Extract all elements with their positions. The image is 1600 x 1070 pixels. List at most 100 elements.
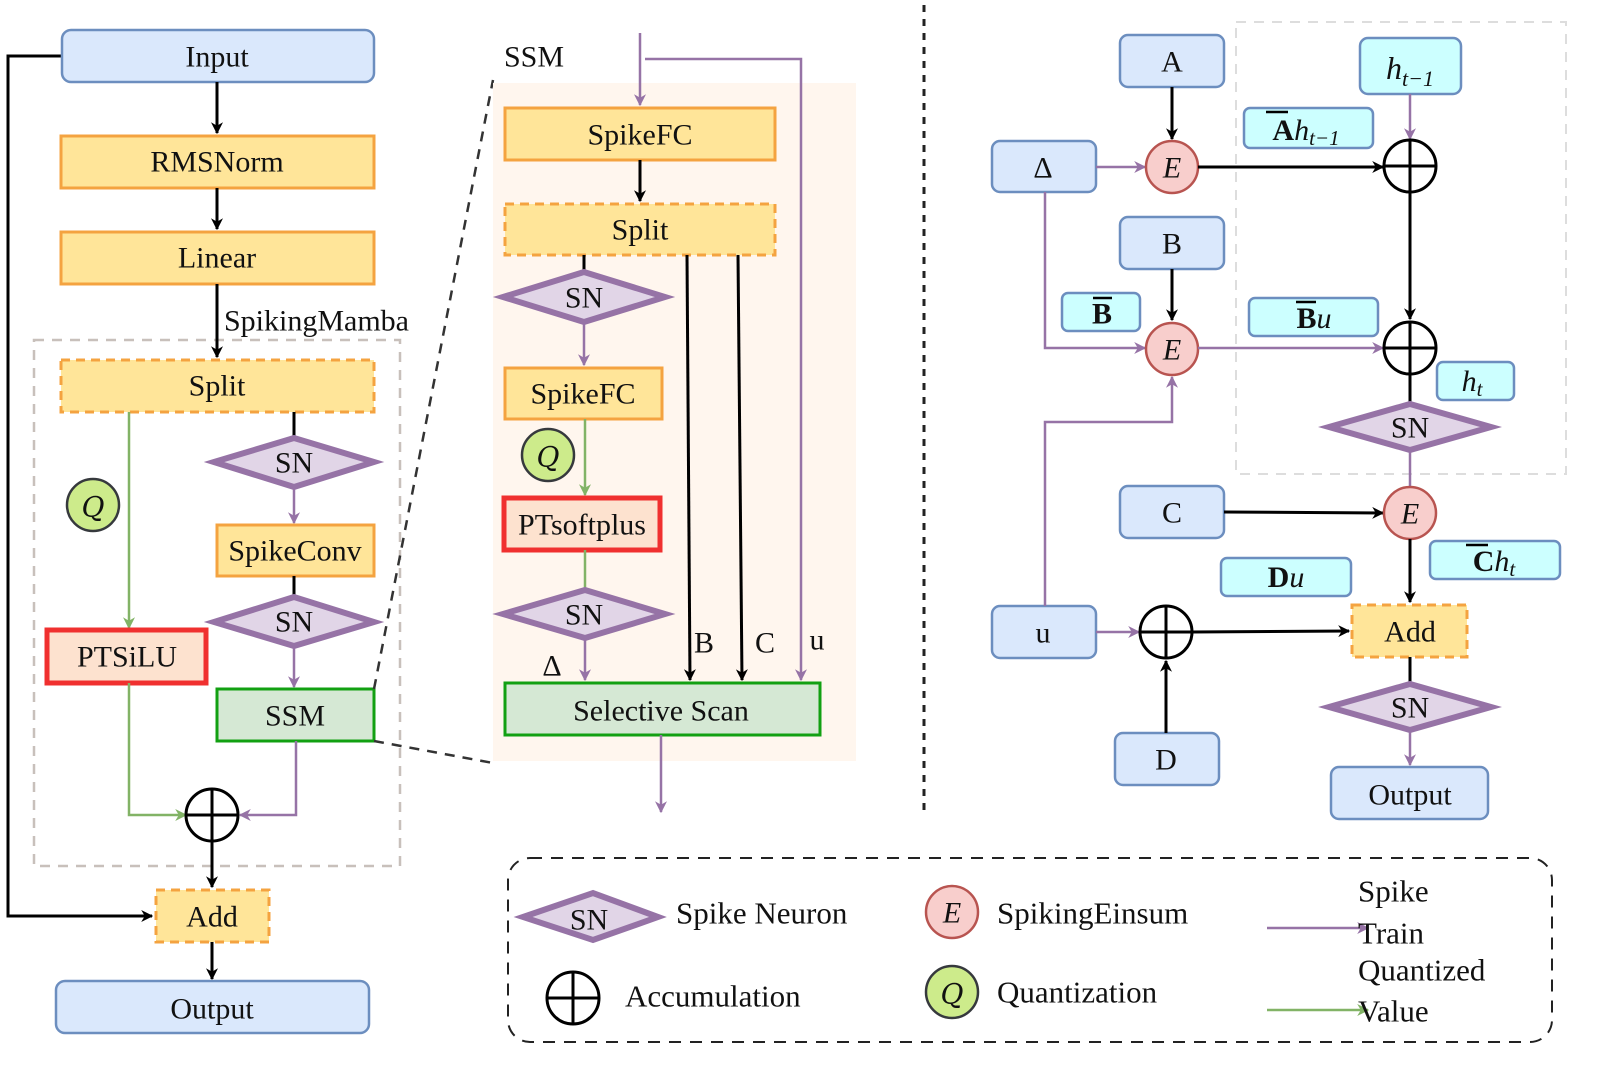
legend-quantization-label: Quantization (997, 975, 1158, 1010)
linear-node (59, 230, 376, 286)
input-label: Input (185, 41, 249, 74)
rmsnorm-label: RMSNorm (150, 146, 283, 179)
recurrence-group-border (1235, 21, 1567, 475)
ssm-quantization-symbol: Q (537, 441, 560, 474)
arrow-accum3-add (1191, 625, 1351, 638)
ssm-panel-background (493, 83, 856, 761)
b-label: B (694, 627, 714, 660)
zoom-connector-bottom (373, 739, 494, 765)
legend-accumulation-label: Accumulation (625, 979, 801, 1014)
ptsoftplus-label: PTsoftplus (518, 509, 646, 542)
scan-output-label: Output (1368, 779, 1452, 812)
ssm-detail-block: SSM SpikeFC Split SN SpikeFC Q PTsoftplu… (492, 33, 856, 814)
spiking-mamba-label: SpikingMamba (224, 305, 409, 338)
h-t-term (1435, 360, 1516, 402)
legend-spike-neuron-icon (513, 889, 667, 944)
split-label: Split (189, 370, 246, 403)
ssm-title: SSM (504, 41, 564, 74)
h-prev-label: ht−1 (1386, 50, 1434, 91)
scan-spike-neuron-2 (1318, 680, 1502, 734)
quantization-symbol: Q (82, 491, 105, 524)
b-bar-u-term (1247, 296, 1380, 338)
spikefc1-node (503, 106, 777, 162)
legend-spike-train-line1: Spike (1358, 874, 1429, 909)
c-node (1118, 484, 1226, 540)
legend-einsum-symbol: E (942, 897, 961, 930)
b-bar-u-label: Bu (1296, 302, 1331, 335)
add-label: Add (186, 901, 238, 934)
ptsoftplus-node (501, 495, 663, 553)
spike-neuron-2 (203, 593, 385, 650)
legend-accumulation-icon (545, 970, 601, 1026)
output-node (54, 979, 371, 1035)
b-node-label: B (1162, 228, 1182, 261)
ssm-spike-neuron-1 (492, 268, 676, 326)
arrow-c-e3 (1223, 506, 1385, 519)
scan-spike-neuron-1 (1318, 400, 1502, 454)
d-u-label: Du (1268, 561, 1305, 594)
legend-quant-symbol: Q (941, 978, 964, 1011)
ptsilu-label: PTSiLU (77, 641, 177, 674)
accumulation-3-icon (1138, 604, 1194, 660)
add-node (154, 888, 271, 944)
ssm-split-node (503, 202, 777, 257)
delta-node-label: Δ (1033, 152, 1052, 185)
u-label: u (810, 624, 825, 657)
scan-sn2-label: SN (1391, 692, 1429, 725)
sn1-label: SN (275, 447, 313, 480)
legend-spike-neuron-label: Spike Neuron (676, 896, 848, 931)
delta-label: Δ (542, 650, 561, 683)
legend-spiking-einsum-label: SpikingEinsum (997, 896, 1188, 931)
spiking-mamba-group-border (32, 338, 402, 868)
spiking-mamba-block: Input RMSNorm Linear SpikingMamba Split … (6, 28, 409, 1035)
legend-spike-train-line2: Train (1358, 916, 1425, 951)
arrow-u-e2 (1043, 375, 1178, 606)
arrow-delta-e2 (1043, 192, 1147, 354)
arrow-b (683, 254, 696, 682)
spikeconv-label: SpikeConv (228, 535, 361, 568)
ssm-spike-neuron-2 (492, 586, 676, 642)
b-bar-term (1060, 291, 1142, 333)
ptsilu-node (44, 627, 209, 686)
output-label: Output (170, 993, 254, 1026)
c-node-label: C (1162, 497, 1182, 530)
spikeconv-node (215, 523, 376, 578)
c-bar-h-term (1428, 539, 1562, 581)
linear-label: Linear (178, 242, 256, 275)
c-label: C (755, 627, 775, 660)
selective-scan-detail: A Δ E ht−1 Aht−1 B B (990, 21, 1567, 821)
residual-connection (6, 54, 154, 922)
a-label: A (1161, 46, 1183, 79)
ssm-sn1-label: SN (565, 282, 603, 315)
scan-output-node (1329, 765, 1490, 821)
scan-add-label: Add (1384, 616, 1436, 649)
ssm-node[interactable] (215, 687, 376, 743)
quantization-icon (65, 477, 121, 533)
split-node (59, 358, 376, 414)
legend-quantized-line1: Quantized (1358, 953, 1486, 988)
d-node-label: D (1155, 744, 1177, 777)
selective-scan-node[interactable] (503, 681, 822, 737)
ssm-label: SSM (265, 700, 325, 733)
ssm-quantization-icon (520, 427, 576, 483)
legend-border (507, 857, 1553, 1043)
ssm-sn2-label: SN (565, 599, 603, 632)
accumulation-icon (184, 787, 240, 843)
einsum-2-label: E (1162, 334, 1181, 367)
arrow-u-bypass (645, 57, 807, 682)
arrow-ssm-accum (238, 741, 298, 821)
a-bar-h-term (1242, 106, 1375, 150)
spike-neuron-1 (203, 434, 385, 491)
einsum-1-label: E (1162, 152, 1181, 185)
d-u-term (1219, 556, 1353, 598)
legend-sn-symbol: SN (570, 904, 608, 937)
arrow-ptsilu-accum (127, 683, 188, 821)
zoom-connector-top (372, 79, 495, 690)
a-bar-h-label: Aht−1 (1272, 114, 1339, 151)
c-bar-h-label: Cht (1473, 545, 1517, 582)
scan-add-node (1350, 603, 1469, 659)
h-t-label: ht (1462, 365, 1484, 402)
arrow-c (735, 254, 748, 682)
rmsnorm-node (59, 134, 376, 190)
